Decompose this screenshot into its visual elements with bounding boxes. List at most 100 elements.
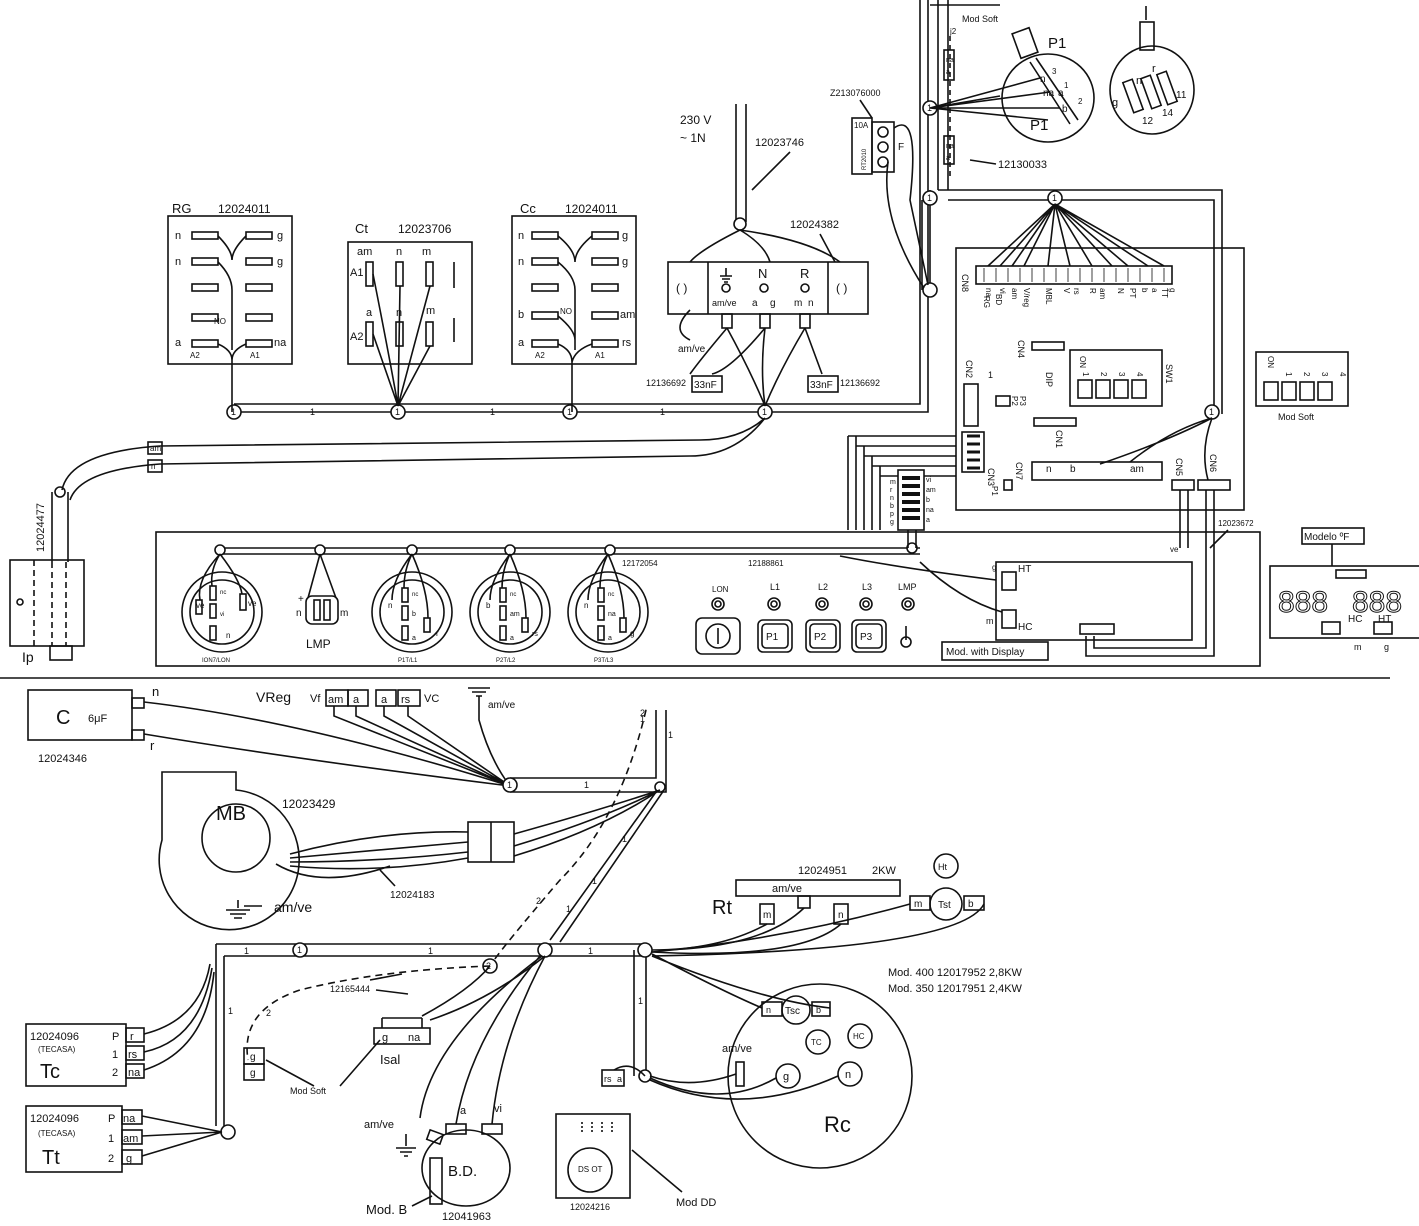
wire-line	[975, 265, 1173, 285]
ct-a2: A2	[350, 331, 363, 343]
wire-line	[871, 121, 895, 173]
wire-line	[531, 311, 559, 320]
cn3-pin: am	[926, 487, 936, 494]
wire-line	[333, 706, 511, 787]
cn8-pin: am	[1098, 288, 1107, 299]
wire-line	[189, 579, 255, 645]
sw-pin: n	[226, 631, 230, 640]
tc-pin: r	[130, 1031, 134, 1043]
wire-line	[799, 313, 811, 329]
bd-pin: vi	[494, 1103, 502, 1115]
wire-line	[943, 135, 955, 165]
wire-line	[239, 593, 247, 611]
bd-pin: a	[460, 1105, 467, 1117]
wire-line	[191, 257, 219, 266]
cn8-pin: vi	[998, 288, 1007, 294]
wire-line	[805, 619, 841, 653]
soft-label: Mod Soft	[290, 1086, 327, 1096]
bus-num: 1	[927, 103, 932, 113]
disp-m: m	[986, 616, 994, 626]
wire-line	[1099, 417, 1213, 481]
wire-line	[1255, 351, 1349, 407]
wire-line	[651, 903, 985, 957]
wire-line	[597, 587, 605, 603]
wire-line	[591, 311, 619, 320]
wire-line	[679, 309, 823, 407]
bottom-harness: 1 1 1 1 2' 1 1 1 2	[489, 708, 673, 967]
wire-line	[751, 151, 791, 191]
wire-line	[651, 953, 831, 1009]
p3-label: P3	[1018, 396, 1027, 406]
wire-line	[906, 542, 918, 554]
bus-num: 1	[310, 407, 315, 417]
wire-line	[759, 283, 769, 293]
wire-line	[406, 544, 418, 556]
wire-line	[933, 853, 959, 879]
vreg-pin: am	[328, 694, 343, 706]
cap-c-value: 6μF	[88, 713, 107, 725]
wire-line	[818, 600, 826, 608]
mod-line: Mod. 350 12017951 2,4KW	[888, 983, 1023, 995]
rg-name: RG	[172, 201, 192, 216]
selector-p1: Mod Soft j2 na a na a 12130033 P1 P1 n n…	[929, 6, 1195, 180]
rt-pin: m	[763, 910, 771, 921]
wire-line	[1031, 341, 1065, 351]
isal-pin: na	[408, 1032, 421, 1044]
wire-line	[877, 156, 889, 168]
wire-line	[1031, 461, 1163, 481]
wire-line	[371, 571, 453, 653]
disp-hc: HC	[1018, 622, 1032, 633]
wire-line	[759, 313, 771, 329]
wire-line	[1029, 57, 1079, 125]
tt-row: 1	[108, 1133, 114, 1145]
wire-line	[983, 268, 1165, 282]
terminal-pin: g	[770, 298, 776, 309]
tt-row: P	[108, 1113, 115, 1125]
wire-line	[141, 1115, 223, 1157]
bus-num: 1	[762, 407, 767, 417]
wire-line	[16, 598, 24, 606]
modelo-g: g	[1384, 642, 1389, 652]
sw-pin: a	[510, 635, 514, 642]
bot-bus: 1	[638, 996, 643, 1006]
wire-line	[937, 0, 949, 190]
rg-pin: g	[277, 230, 283, 242]
wire-line	[246, 965, 491, 1061]
wire-line	[967, 434, 980, 470]
wire-line	[900, 636, 912, 648]
tc-pin: rs	[128, 1049, 138, 1061]
wire-line	[575, 579, 641, 645]
tsc-pin: n	[766, 1005, 771, 1015]
wire-line	[591, 231, 619, 240]
wire-line	[275, 863, 391, 879]
rt-power: 2KW	[872, 865, 896, 877]
wire-line	[1085, 490, 1215, 657]
capacitor-c: C 6μF 12024346 n r	[27, 684, 511, 787]
wire-line	[307, 553, 337, 599]
wire-line	[125, 1045, 145, 1061]
wire-line	[215, 944, 225, 1126]
wire-line	[921, 190, 931, 290]
cn3-pin: na	[926, 507, 934, 514]
wire-line	[391, 553, 429, 619]
rt-code: 12024951	[798, 865, 847, 877]
bot-bus: 1	[668, 730, 673, 740]
wire-line	[429, 1157, 443, 1205]
wire-line	[1281, 381, 1297, 401]
cap-c-code: 12024346	[38, 753, 87, 765]
ct-mid: a	[366, 307, 373, 319]
wire-line	[855, 623, 883, 649]
sel2-pin: r	[1152, 63, 1156, 75]
wire-line	[591, 339, 619, 348]
tc-row: 2	[112, 1067, 118, 1079]
wire-line	[597, 605, 605, 621]
ct-a1: A1	[350, 267, 363, 279]
wire-line	[567, 1147, 613, 1193]
sel2-pin: 12	[1142, 116, 1154, 127]
wire-line	[425, 321, 434, 347]
wire-line	[531, 231, 559, 240]
wire-line	[901, 597, 915, 611]
bus-num: 1	[231, 407, 236, 417]
sw-pin: ve	[248, 599, 257, 608]
power-terminal-block: 230 V ~ 1N 12023746 12024382 ( ) ( ) N R…	[646, 104, 880, 407]
